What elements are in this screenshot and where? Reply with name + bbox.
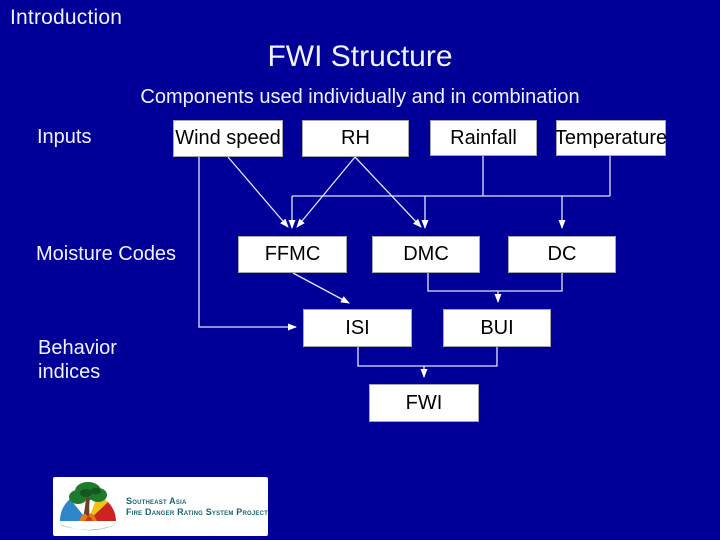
- logo-text: Southeast Asia Fire Danger Rating System…: [126, 496, 268, 518]
- node-dmc: DMC: [372, 236, 480, 273]
- behavior-indices-line2: indices: [38, 361, 101, 383]
- node-bui: BUI: [443, 309, 551, 347]
- node-isi: ISI: [303, 309, 412, 347]
- behavior-indices-line1: Behavior: [38, 337, 117, 359]
- node-temperature: Temperature: [555, 120, 667, 156]
- edge-wind-ffmc: [227, 156, 289, 228]
- project-logo: Southeast Asia Fire Danger Rating System…: [53, 477, 268, 536]
- node-fwi: FWI: [369, 384, 479, 422]
- node-rainfall: Rainfall: [430, 120, 537, 156]
- fire-danger-emblem-icon: [59, 481, 117, 530]
- edge-dmc-dc-join: [427, 273, 563, 292]
- node-dc: DC: [508, 236, 616, 273]
- row-label-behavior-indices: Behavior indices: [38, 336, 117, 384]
- row-label-inputs: Inputs: [37, 126, 92, 148]
- edge-isi-bui-join: [357, 347, 498, 367]
- node-wind-speed: Wind speed: [173, 120, 283, 157]
- edge-ffmc-isi: [292, 272, 350, 304]
- logo-org-line2: Fire Danger Rating System Project: [126, 506, 268, 517]
- slide-title: FWI Structure: [267, 40, 453, 73]
- section-header: Introduction: [10, 6, 123, 29]
- logo-org-line1: Southeast Asia: [126, 495, 187, 506]
- edge-rh-ffmc: [296, 156, 356, 228]
- node-rh: RH: [302, 120, 409, 157]
- node-ffmc: FFMC: [238, 236, 347, 273]
- row-label-moisture-codes: Moisture Codes: [36, 243, 177, 265]
- slide-subtitle: Components used individually and in comb…: [140, 86, 580, 108]
- edge-rh-dmc: [354, 156, 422, 228]
